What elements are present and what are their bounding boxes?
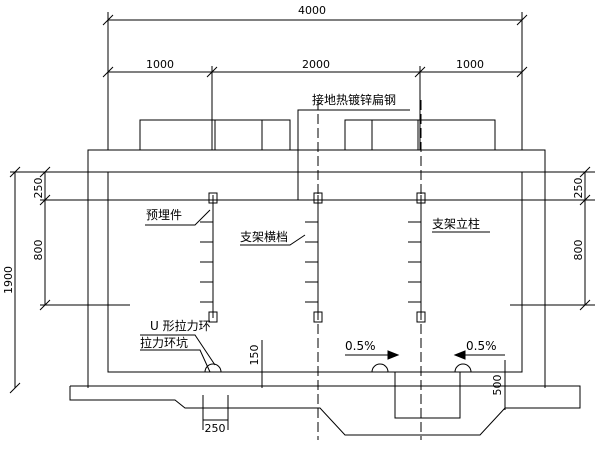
label-flat-steel: 接地热镀锌扁钢 [312,92,396,107]
label-slope-right: 0.5% [466,339,497,353]
crossbars-left [200,221,213,303]
tick [102,66,114,78]
dim-left-spacing: 800 [32,240,45,261]
label-u-ring: U 形拉力环 [150,318,211,333]
label-slope-left: 0.5% [345,339,376,353]
arrowhead [387,350,400,360]
dim-top-offset-left: 250 [32,178,45,199]
label-embedded: 预埋件 [146,208,182,222]
dim-small-gap: 150 [248,345,261,366]
dim-right-span: 1000 [456,58,484,71]
leader-pull-pit [140,349,211,373]
u-ring-right [454,363,472,373]
dim-left-span: 1000 [146,58,174,71]
trench-inner-wall [107,171,523,373]
dim-bottom-width: 250 [205,422,226,435]
label-post: 支架立柱 [432,216,480,231]
tick [414,66,426,78]
arrowhead [453,350,466,360]
u-ring-mid [371,363,389,373]
embedded-plate [208,311,218,323]
tick [516,66,528,78]
u-ring-left [204,363,222,373]
sump [394,372,461,419]
tick [206,66,218,78]
label-crossbar: 支架横档 [240,230,288,244]
label-pull-pit: 拉力环坑 [140,335,188,350]
leader-crossbar [240,234,306,246]
crossbars-middle [305,221,318,303]
leader-embedded [145,209,211,226]
dim-top-offset-right: 250 [572,178,585,199]
dim-bottom-depth: 500 [491,375,504,396]
embedded-plate [208,192,218,204]
dim-middle-span: 2000 [302,58,330,71]
tick [9,382,21,394]
tick [516,14,528,26]
dim-total-height: 1900 [2,266,15,294]
dim-total: 4000 [298,4,326,17]
crossbars-right [408,221,421,303]
leader-flat-steel [297,109,410,200]
dim-right-spacing: 800 [572,240,585,261]
leader-u-ring [140,334,216,366]
base-slab [69,385,581,436]
tick [102,14,114,26]
